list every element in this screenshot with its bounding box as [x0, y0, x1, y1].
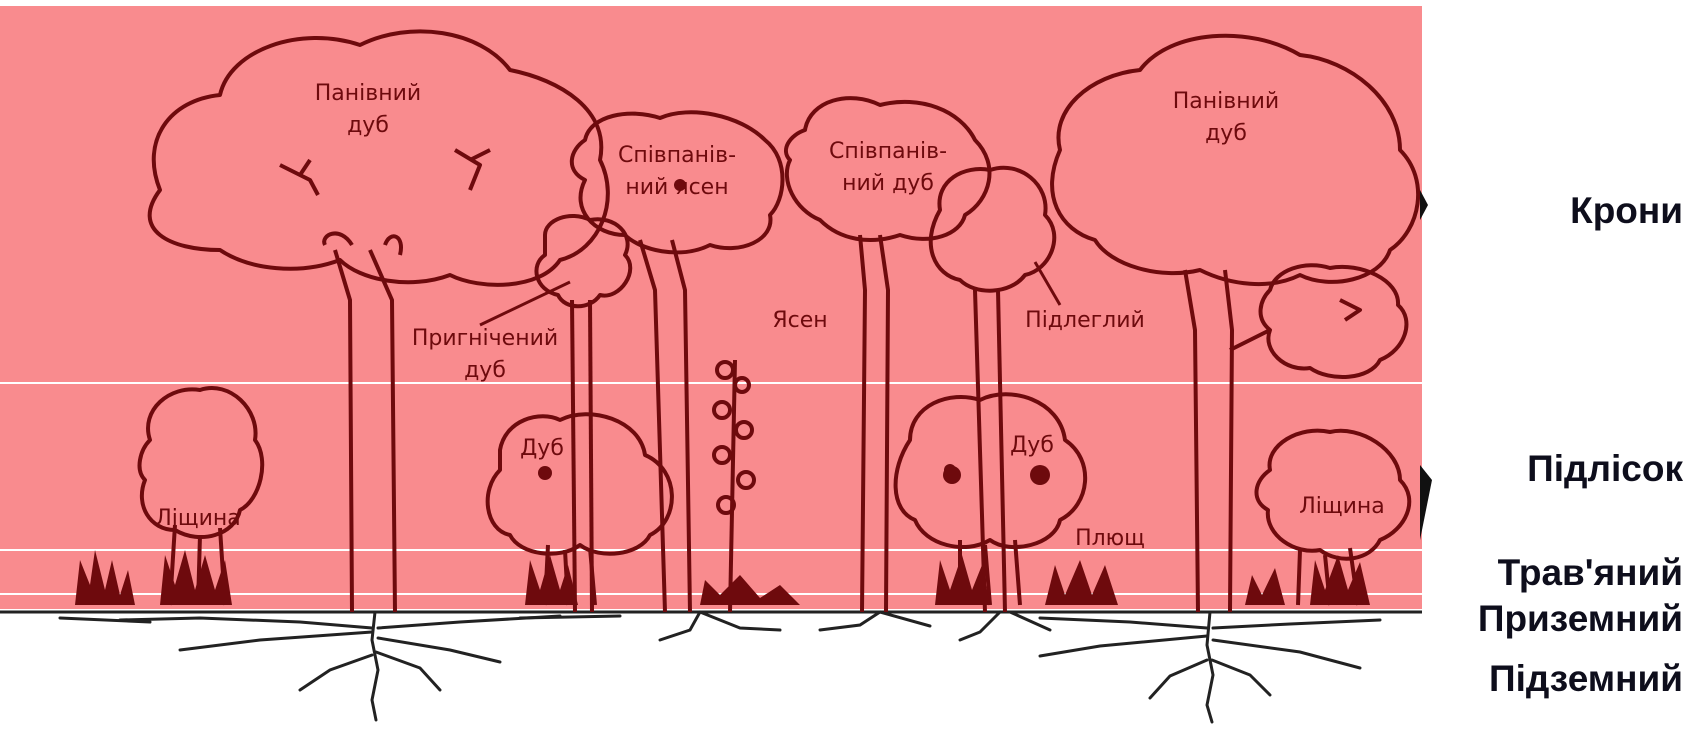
label-oak-understory-left: Дуб [520, 436, 564, 461]
label-suppressed-oak-2: дуб [464, 358, 506, 383]
label-oak-understory-right: Дуб [1010, 433, 1054, 458]
label-dominant-oak-right-2: дуб [1205, 121, 1247, 146]
tier-ground: Приземний [1478, 598, 1683, 640]
label-dominant-oak-left-2: дуб [347, 113, 389, 138]
label-hazel-right: Ліщина [1299, 494, 1385, 519]
label-codominant-ash-2: ний ясен [625, 175, 728, 200]
label-dominant-oak-right-1: Панівний [1173, 89, 1279, 114]
tier-understory: Підлісок [1527, 448, 1683, 490]
label-codominant-ash-1: Співпанів- [618, 143, 736, 168]
label-suppressed-oak-1: Пригнічений [412, 326, 558, 351]
tier-underground: Підземний [1489, 658, 1683, 700]
label-codominant-oak-2: ний дуб [842, 171, 934, 196]
label-ivy: Плющ [1075, 526, 1145, 551]
label-subordinate: Підлеглий [1025, 308, 1145, 333]
label-dominant-oak-left-1: Панівний [315, 81, 421, 106]
tier-herb: Трав'яний [1498, 552, 1683, 594]
label-codominant-oak-1: Співпанів- [829, 139, 947, 164]
label-hazel-left: Ліщина [155, 506, 241, 531]
tier-crowns: Крони [1570, 190, 1683, 232]
root-systems [60, 612, 1380, 722]
label-ash: Ясен [772, 308, 827, 333]
